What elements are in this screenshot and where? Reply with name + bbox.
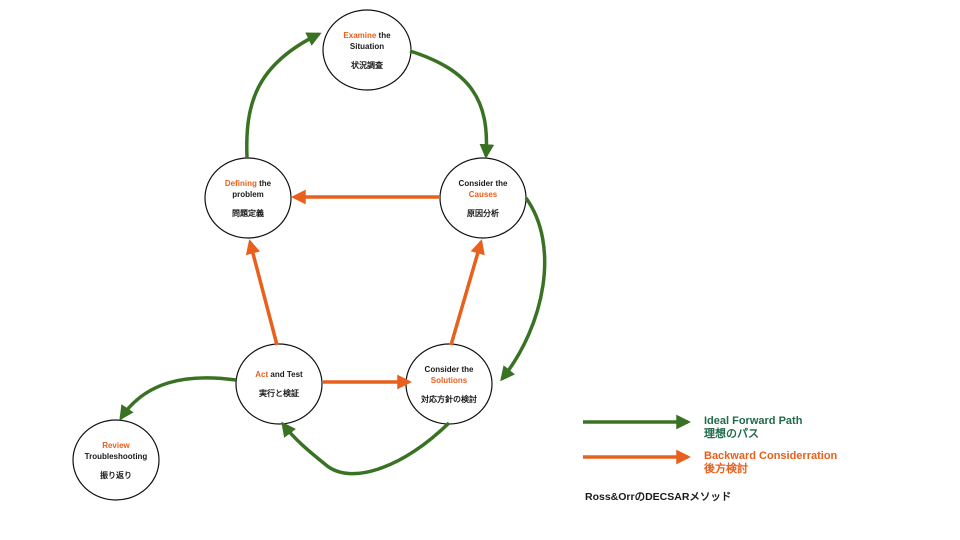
edge-solutions-to-causes <box>449 239 485 346</box>
node-review-accent: Review <box>102 440 130 450</box>
node-circle-review[interactable] <box>72 419 160 501</box>
legend-forward: Ideal Forward Path 理想のパス <box>704 415 802 441</box>
node-defining-rest: the <box>256 178 272 188</box>
node-examine[interactable]: Examine the Situation 状況調査 <box>323 10 411 90</box>
node-examine-ja: 状況調査 <box>351 60 383 70</box>
node-review-line2: Troubleshooting <box>84 451 148 461</box>
node-causes-line1: Consider the <box>458 178 508 188</box>
node-solutions-accent: Solutions <box>430 375 468 385</box>
node-solutions-ja: 対応方針の検討 <box>421 394 477 404</box>
legend-backward-ja: 後方検討 <box>704 463 748 475</box>
diagram-caption: Ross&OrrのDECSARメソッド <box>585 491 732 503</box>
node-examine-title: Examine the <box>343 30 390 41</box>
node-defining[interactable]: Defining the problem 問題定義 <box>204 158 292 238</box>
node-examine-line2: Situation <box>349 41 385 51</box>
edge-act-to-review <box>119 376 237 421</box>
node-defining-title: Defining the <box>225 178 271 189</box>
node-review[interactable]: Review Troubleshooting 振り返り <box>72 420 160 500</box>
node-circle-defining[interactable] <box>204 157 292 239</box>
node-circle-act[interactable] <box>235 343 323 425</box>
node-act-ja: 実行と検証 <box>259 389 299 398</box>
edge-defining-to-examine <box>245 32 322 159</box>
node-causes-accent: Causes <box>468 189 498 199</box>
edge-examine-to-causes <box>409 49 495 159</box>
node-defining-ja: 問題定義 <box>232 208 264 218</box>
node-review-ja: 振り返り <box>100 470 132 480</box>
node-solutions-line1: Consider the <box>424 364 474 374</box>
edge-solutions-to-act <box>281 421 451 476</box>
node-act-rest: and Test <box>268 370 303 379</box>
node-act-accent: Act <box>255 370 269 379</box>
node-act-title: Act and Test <box>255 369 302 380</box>
node-defining-line2: problem <box>232 189 264 199</box>
node-solutions[interactable]: Consider the Solutions 対応方針の検討 <box>405 344 493 424</box>
legend-forward-en: Ideal Forward Path <box>704 415 803 427</box>
legend-backward: Backward Considerration 後方検討 <box>704 450 837 476</box>
legend-backward-en: Backward Considerration <box>704 450 838 462</box>
node-defining-accent: Defining <box>224 178 257 188</box>
node-examine-accent: Examine <box>343 30 377 40</box>
edge-act-to-defining <box>245 239 279 346</box>
node-act[interactable]: Act and Test 実行と検証 <box>235 344 323 424</box>
legend-forward-ja: 理想のパス <box>704 428 759 440</box>
edge-causes-to-solutions <box>500 196 547 382</box>
node-causes[interactable]: Consider the Causes 原因分析 <box>439 158 527 238</box>
node-examine-rest: the <box>376 30 391 40</box>
node-causes-ja: 原因分析 <box>467 208 499 218</box>
